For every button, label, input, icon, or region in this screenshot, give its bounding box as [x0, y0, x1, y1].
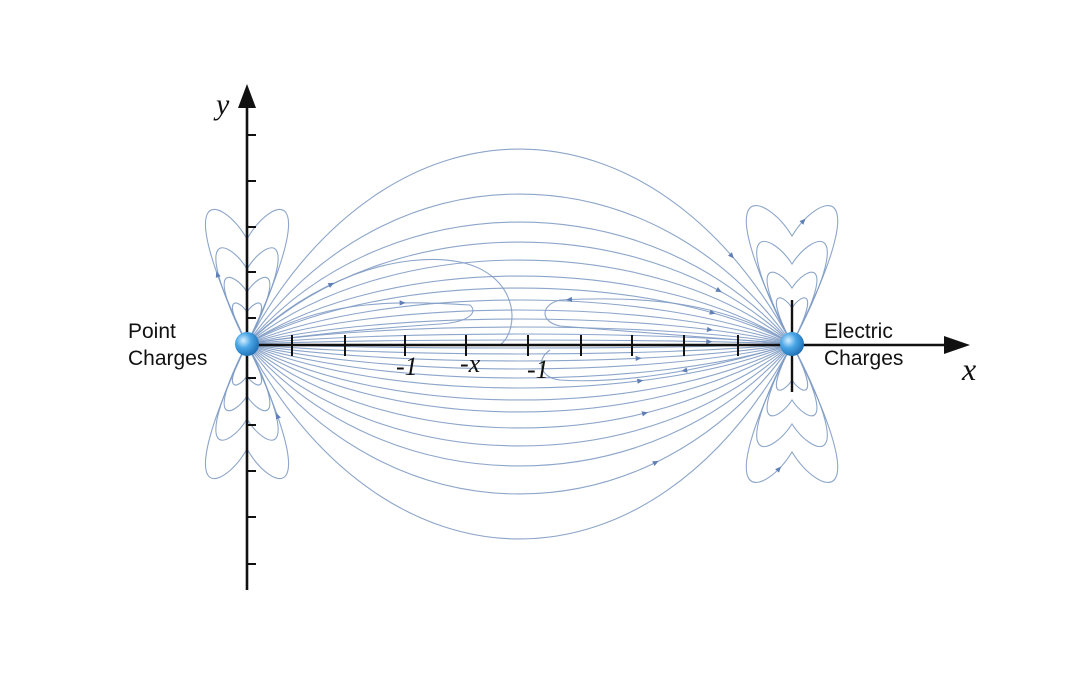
- field-line-0: [246, 148, 793, 345]
- field-line-16: [246, 309, 793, 345]
- tick-label-neg-x: -x: [460, 349, 481, 378]
- field-line-23: [246, 343, 793, 355]
- field-arrow-25: [706, 339, 713, 345]
- field-line-11: [246, 343, 793, 413]
- left-charge-label-line-2: Charges: [128, 347, 208, 370]
- left-point-charge: [235, 332, 259, 356]
- field-line-arrows: [215, 218, 806, 473]
- field-arrow-16: [637, 378, 644, 384]
- right-charge-label-line-1: Electric: [824, 320, 893, 343]
- field-line-27: [246, 258, 513, 346]
- field-line-15: [246, 343, 793, 389]
- x-axis-arrowhead: [944, 336, 970, 354]
- tick-label-neg-1-left: -1: [396, 352, 418, 381]
- field-line-4: [246, 221, 793, 345]
- field-line-42: [766, 271, 818, 345]
- field-arrow-7: [715, 287, 722, 293]
- field-line-38: [745, 205, 839, 345]
- left-charge-label: Point Charges: [128, 318, 207, 372]
- right-charge-label-line-2: Charges: [824, 347, 904, 370]
- x-axis-label: x: [961, 351, 976, 387]
- field-line-13: [246, 343, 793, 401]
- y-axis-arrowhead: [238, 84, 256, 108]
- right-charge-label: Electric Charges: [824, 318, 903, 372]
- field-line-24: [246, 339, 793, 345]
- field-arrow-27: [399, 300, 406, 306]
- field-line-7: [246, 343, 793, 447]
- field-line-6: [246, 241, 793, 345]
- field-arrow-13: [709, 309, 716, 315]
- field-arrow-10: [641, 411, 648, 417]
- field-line-9: [246, 343, 793, 429]
- field-line-17: [246, 343, 793, 379]
- field-line-43: [766, 343, 818, 417]
- field-line-20: [246, 326, 793, 345]
- field-lines: [204, 148, 839, 540]
- tick-label-neg-1-right: -1: [527, 355, 549, 384]
- y-axis-ticks: [247, 134, 256, 565]
- field-line-26: [246, 302, 474, 345]
- field-arrow-31: [215, 271, 221, 278]
- field-arrow-1: [728, 252, 734, 259]
- field-line-39: [745, 343, 839, 483]
- field-arrow-30: [681, 367, 688, 373]
- field-line-2: [246, 193, 793, 345]
- right-point-charge: [780, 332, 804, 356]
- field-arrow-29: [566, 296, 573, 303]
- field-line-1: [246, 343, 793, 540]
- left-charge-label-line-1: Point: [128, 320, 176, 343]
- field-arrow-39: [799, 218, 806, 225]
- field-line-21: [246, 343, 793, 362]
- field-line-40: [756, 240, 828, 345]
- y-axis-label: y: [213, 88, 230, 121]
- field-line-3: [246, 343, 793, 495]
- field-line-41: [756, 343, 828, 448]
- field-line-14: [246, 299, 793, 345]
- field-line-29: [540, 343, 793, 382]
- field-line-12: [246, 287, 793, 345]
- field-line-18: [246, 318, 793, 345]
- field-line-10: [246, 275, 793, 345]
- field-arrow-32: [275, 412, 281, 420]
- field-line-19: [246, 343, 793, 370]
- field-line-28: [544, 298, 793, 345]
- field-arrow-4: [652, 460, 659, 466]
- x-axis-ticks: [291, 335, 739, 356]
- field-arrow-19: [706, 326, 713, 332]
- field-arrow-22: [635, 355, 642, 362]
- field-arrow-28: [327, 282, 335, 288]
- field-line-5: [246, 343, 793, 467]
- field-arrow-40: [775, 466, 782, 473]
- field-line-8: [246, 259, 793, 345]
